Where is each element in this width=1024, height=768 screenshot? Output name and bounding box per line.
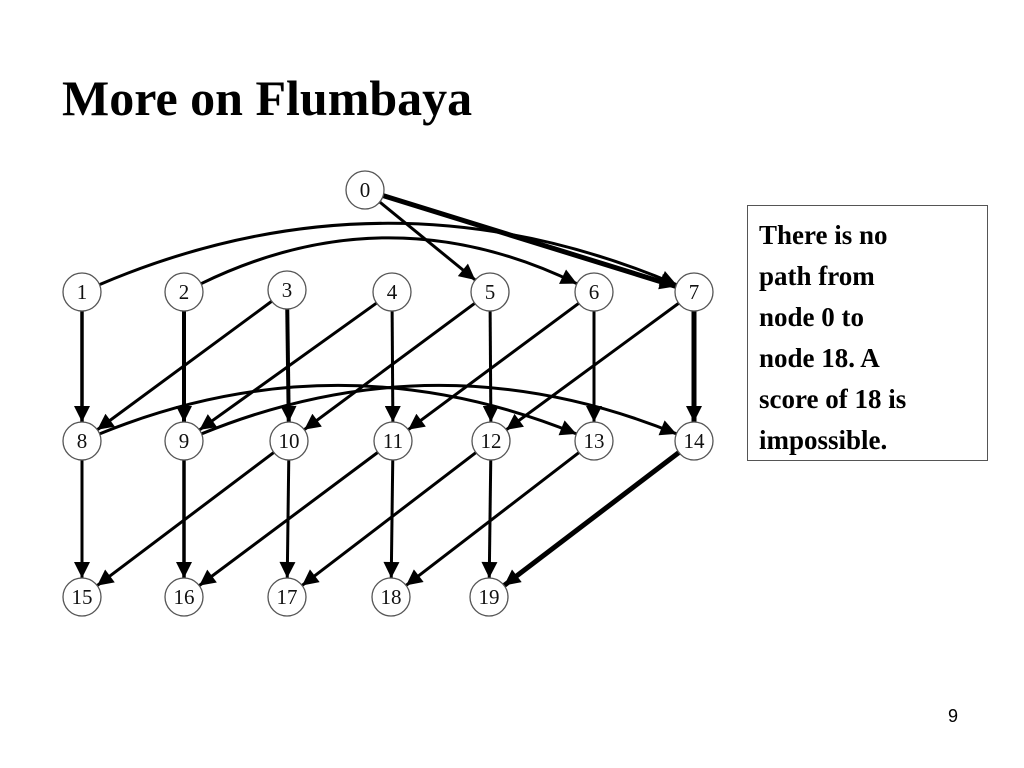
node-label: 9 [179, 429, 190, 453]
node-circle [471, 421, 511, 461]
node-label: 8 [77, 429, 88, 453]
callout-line: score of 18 is [759, 384, 907, 414]
node-circle [574, 421, 614, 461]
node-14: 14 [674, 421, 714, 461]
node-7: 7 [674, 272, 714, 312]
node-label: 7 [689, 280, 700, 304]
node-circle [470, 272, 510, 312]
edge-11-16 [198, 451, 379, 587]
node-label: 10 [279, 429, 300, 453]
node-circle [62, 272, 102, 312]
slide-title: More on Flumbaya [62, 70, 473, 126]
node-label: 6 [589, 280, 600, 304]
node-circle [373, 421, 413, 461]
node-10: 10 [269, 421, 309, 461]
node-0: 0 [345, 170, 385, 210]
node-9: 9 [164, 421, 204, 461]
edge-4-11 [384, 310, 401, 423]
page-number: 9 [948, 706, 959, 726]
node-19: 19 [469, 577, 509, 617]
node-label: 3 [282, 278, 293, 302]
node-label: 14 [684, 429, 706, 453]
edge-9-14 [201, 384, 677, 436]
node-4: 4 [372, 272, 412, 312]
edge-11-18 [383, 459, 400, 579]
edge-12-19 [481, 459, 498, 579]
node-15: 15 [62, 577, 102, 617]
node-circle [267, 577, 307, 617]
edge-12-17 [301, 451, 477, 587]
edge-5-10 [303, 302, 476, 431]
edge-3-8 [96, 300, 273, 431]
node-circle [469, 577, 509, 617]
node-label: 12 [481, 429, 502, 453]
node-circle [164, 421, 204, 461]
node-label: 15 [72, 585, 93, 609]
edge-8-13 [99, 384, 577, 436]
callout-line: node 0 to [759, 302, 865, 332]
callout-box: There is no path from node 0 to node 18.… [747, 205, 988, 461]
node-circle [164, 272, 204, 312]
edge-10-15 [96, 451, 275, 587]
node-circle [574, 272, 614, 312]
node-8: 8 [62, 421, 102, 461]
node-circle [674, 421, 714, 461]
callout-line: impossible. [759, 425, 888, 455]
edge-layer [74, 193, 702, 588]
node-18: 18 [371, 577, 411, 617]
node-3: 3 [267, 270, 307, 310]
node-circle [372, 272, 412, 312]
node-label: 17 [277, 585, 298, 609]
node-label: 11 [383, 429, 403, 453]
node-label: 19 [479, 585, 500, 609]
node-circle [371, 577, 411, 617]
node-1: 1 [62, 272, 102, 312]
edge-2-6 [200, 236, 578, 286]
node-label: 2 [179, 280, 190, 304]
edge-5-12 [482, 310, 499, 423]
node-label: 0 [360, 178, 371, 202]
callout-line: path from [759, 261, 875, 291]
edge-4-9 [198, 301, 378, 432]
node-label: 18 [381, 585, 402, 609]
node-label: 4 [387, 280, 398, 304]
edge-7-12 [505, 302, 680, 431]
node-13: 13 [574, 421, 614, 461]
node-label: 13 [584, 429, 605, 453]
node-6: 6 [574, 272, 614, 312]
node-11: 11 [373, 421, 413, 461]
node-12: 12 [471, 421, 511, 461]
callout-line: node 18. A [759, 343, 880, 373]
node-label: 16 [174, 585, 195, 609]
node-circle [62, 421, 102, 461]
node-5: 5 [470, 272, 510, 312]
node-16: 16 [164, 577, 204, 617]
edge-13-18 [405, 451, 580, 587]
edge-1-7 [98, 221, 678, 286]
node-circle [267, 270, 307, 310]
edge-6-11 [407, 302, 580, 431]
node-2: 2 [164, 272, 204, 312]
callout-line: There is no [759, 220, 888, 250]
node-label: 5 [485, 280, 496, 304]
node-17: 17 [267, 577, 307, 617]
node-circle [164, 577, 204, 617]
node-circle [345, 170, 385, 210]
edge-0-7 [382, 193, 677, 290]
node-circle [269, 421, 309, 461]
node-circle [674, 272, 714, 312]
edge-14-19 [502, 450, 681, 588]
node-label: 1 [77, 280, 88, 304]
node-circle [62, 577, 102, 617]
